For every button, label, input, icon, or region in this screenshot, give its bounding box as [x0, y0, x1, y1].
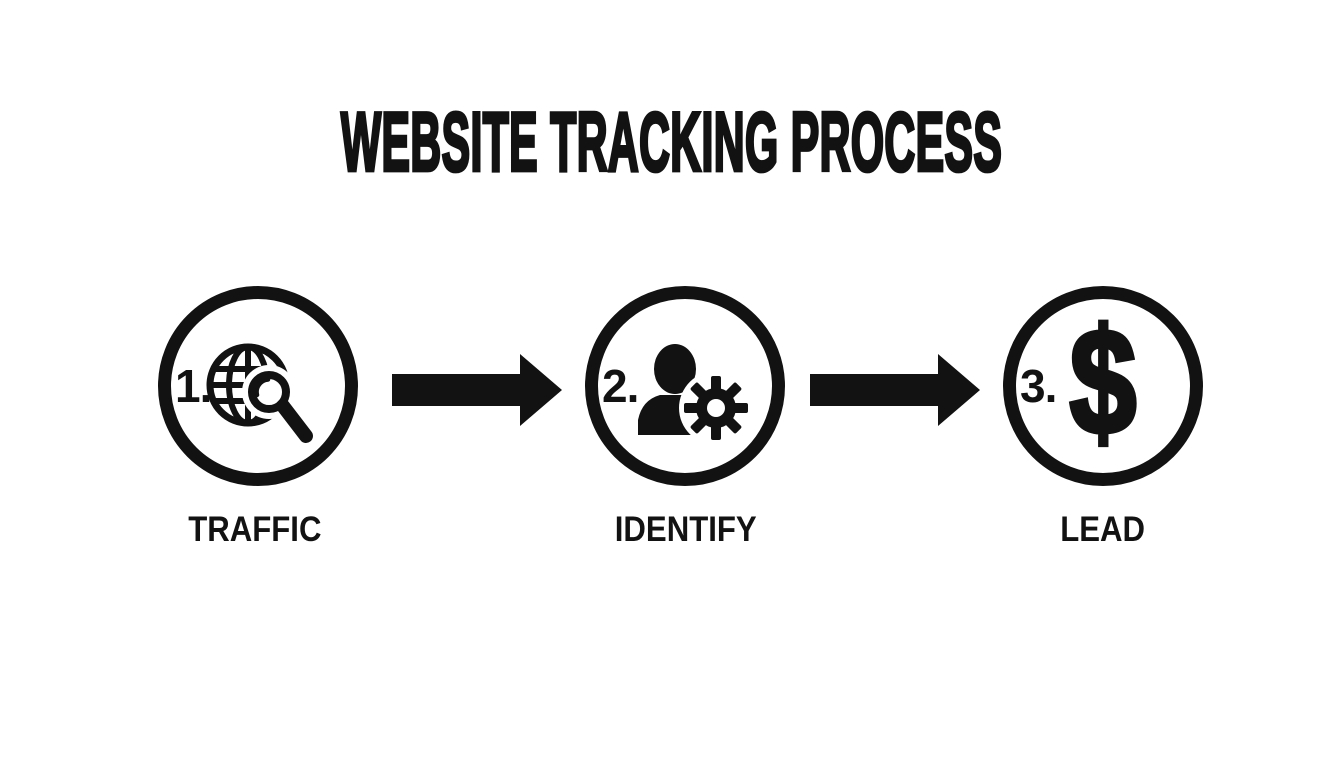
step-number: 1.	[175, 360, 212, 412]
step-circle-identify: 2.	[585, 286, 785, 486]
page-title: WEBSITE TRACKING PROCESS	[340, 96, 1003, 189]
step-label-traffic: TRAFFIC	[188, 510, 322, 549]
step-label-identify: IDENTIFY	[615, 510, 757, 549]
step-number: 3.	[1020, 360, 1057, 412]
dollar-icon: $	[1068, 297, 1139, 466]
globe-search-icon	[206, 343, 313, 443]
step-circle-traffic: 1.	[158, 286, 358, 486]
step-number: 2.	[602, 360, 639, 412]
step-circle-lead: 3. $	[1003, 286, 1203, 486]
person-gear-icon	[638, 344, 753, 445]
arrow-right-icon	[810, 354, 980, 426]
arrow-right-icon	[392, 354, 562, 426]
step-label-lead: LEAD	[1060, 510, 1146, 549]
